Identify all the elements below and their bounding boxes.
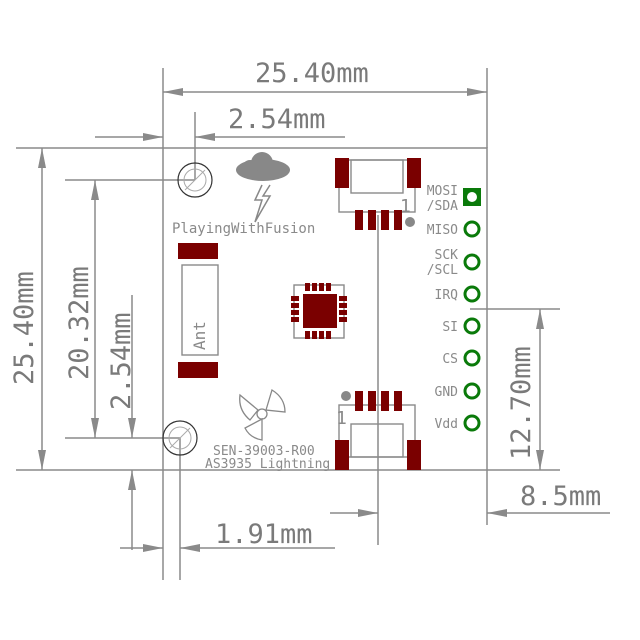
mounting-hole-bottom [162,420,198,456]
dim-hole-offset-y-label: 2.54mm [106,312,137,410]
connector-top: 1 [335,158,421,230]
brand-label: PlayingWithFusion [172,221,315,237]
connector-bottom: 1 [335,391,421,470]
pin-label: /SCL [427,263,458,278]
dim-hole-bottom-offset-x: 1.91mm [120,438,335,580]
part-number-label: SEN-39003-R00 [213,444,315,459]
mounting-hole-top [177,162,213,198]
dim-hole-spacing: 20.32mm [64,179,195,439]
pin-label: GND [435,385,459,400]
pin-label: IRQ [435,288,459,303]
dim-header-offset-y: 12.70mm [470,308,560,471]
pin-label: SI [442,320,458,335]
antenna-label: Ant [190,321,209,350]
dim-board-width: 25.40mm [162,58,488,148]
pin-label: /SDA [427,199,458,214]
dim-hole-bottom-offset-x-label: 1.91mm [215,519,313,550]
dim-board-height-label: 25.40mm [9,271,40,385]
pin-label: CS [442,352,458,367]
fan-logo [239,389,286,441]
header-pin-labels: MOSI /SDA MISO SCK /SCL IRQ SI CS GND Vd… [427,184,458,432]
as3935-chip [291,283,347,339]
dim-hole-offset-y: 2.54mm [106,295,137,550]
pin1-label-bottom: 1 [336,408,347,429]
pin-label: MISO [427,223,458,238]
product-label: AS3935 Lightning [205,457,330,472]
pin1-label-top: 1 [400,196,411,217]
header-pins [463,188,481,432]
dim-header-offset-y-label: 12.70mm [506,346,537,460]
dim-hole-offset-x-label: 2.54mm [228,104,326,135]
dim-connector-offset-x: 8.5mm [330,215,610,545]
dim-hole-spacing-label: 20.32mm [64,266,95,380]
lightning-cloud-logo [236,152,290,223]
pin-label: Vdd [435,417,458,432]
dim-hole-offset-x: 2.54mm [95,104,345,180]
dim-board-height: 25.40mm [9,147,163,471]
pin-label: SCK [435,248,459,263]
dim-connector-offset-x-label: 8.5mm [520,481,601,512]
antenna-component: Ant [178,243,219,378]
pin-label: MOSI [427,184,458,199]
dim-board-width-label: 25.40mm [255,58,369,89]
